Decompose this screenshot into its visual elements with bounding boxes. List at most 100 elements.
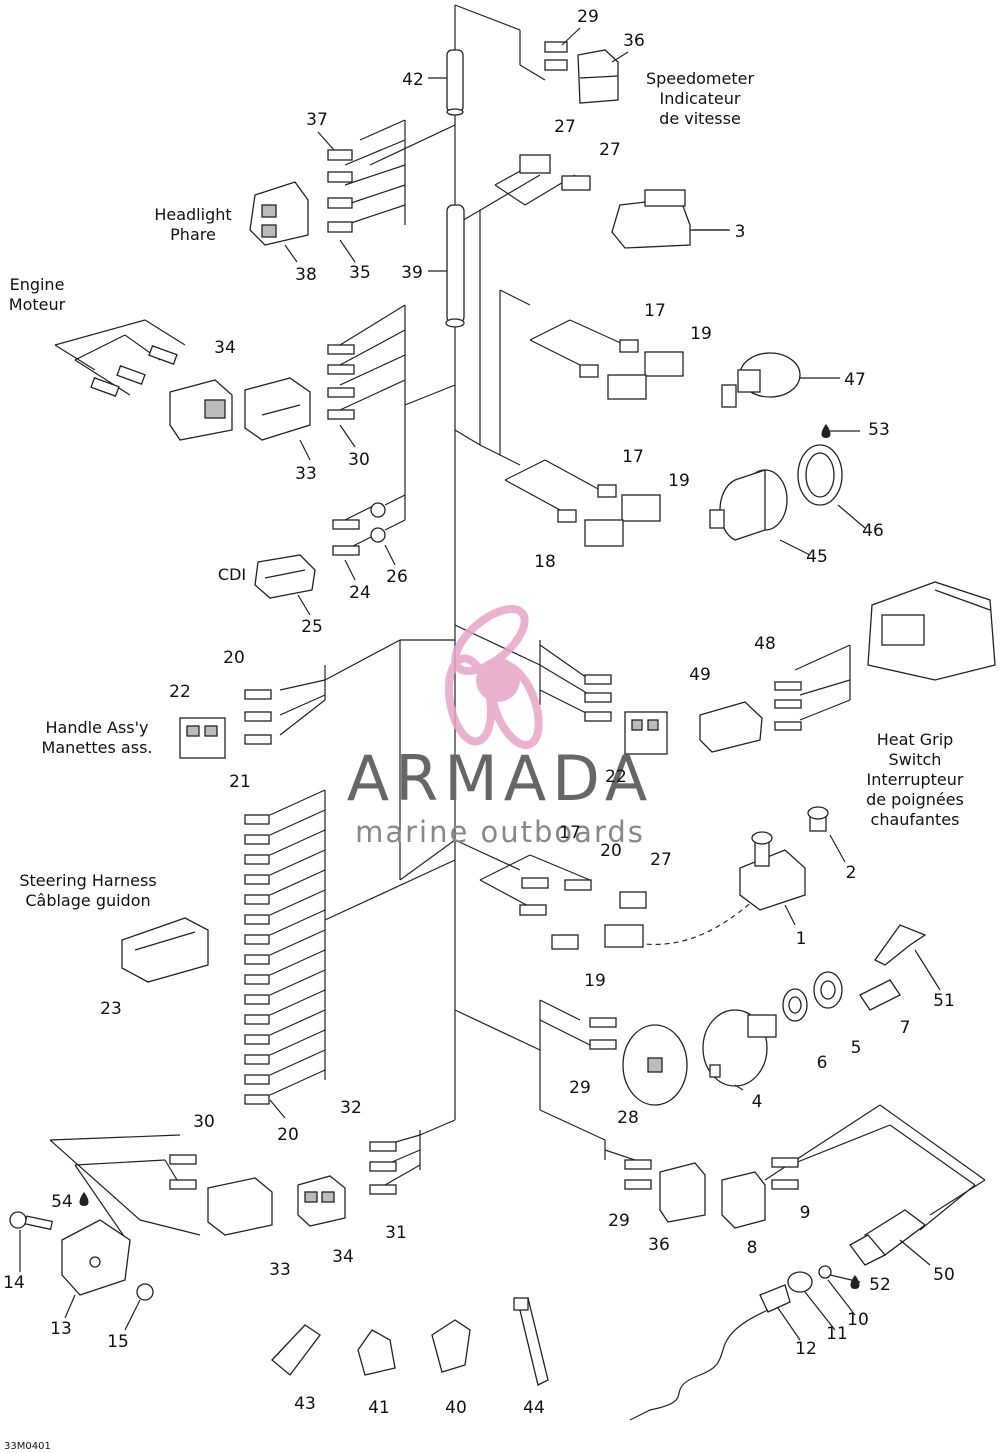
bolt-14: [9, 1211, 54, 1231]
part-label: 34: [214, 338, 236, 358]
terminal-group-24-26: [332, 502, 386, 556]
part-label: 7: [900, 1018, 911, 1038]
part-label: 43: [294, 1394, 316, 1414]
part-label: 45: [806, 547, 828, 567]
part-label: 29: [608, 1211, 630, 1231]
toggle-switch-1: [739, 831, 806, 911]
part-label: 33: [295, 464, 317, 484]
part-label: 33: [269, 1260, 291, 1280]
part-label: 20: [600, 841, 622, 861]
cap-40: [431, 1319, 471, 1373]
part-label: 29: [569, 1078, 591, 1098]
caption-speedometer-line2: Indicateur: [660, 89, 741, 108]
terminal-group-20-handle: [244, 689, 272, 745]
connector-27: [519, 154, 591, 191]
propeller-logo-icon: [444, 604, 543, 750]
part-label: 30: [348, 450, 370, 470]
sensor-47: [721, 352, 840, 408]
part-label: 14: [3, 1273, 25, 1293]
heat-grip-switch-body: [867, 581, 996, 681]
part-label: 8: [747, 1238, 758, 1258]
terminal-group-48: [774, 681, 802, 731]
connector-group-mid: [519, 877, 647, 950]
connector-group-17-19-a: [579, 339, 684, 400]
part-label: 41: [368, 1398, 390, 1418]
captions: Speedometer Indicateur de vitesse Headli…: [4, 69, 964, 1452]
part-label: 50: [933, 1265, 955, 1285]
part-label: 32: [340, 1098, 362, 1118]
connector-33-bottom: [207, 1177, 273, 1236]
part-label: 19: [584, 971, 606, 991]
terminal-group-30: [327, 344, 355, 420]
caption-speedometer-line1: Speedometer: [646, 69, 754, 88]
parts: [9, 41, 996, 1421]
tube-part-42: [446, 49, 464, 116]
part-label: 3: [735, 222, 746, 242]
terminal-group-29-bottom: [589, 1017, 652, 1190]
part-label: 22: [605, 767, 627, 787]
caption-engine-line1: Engine: [10, 275, 65, 294]
drop-icon-53: [821, 424, 860, 438]
drawing-code: 33M0401: [4, 1441, 51, 1452]
connector-group-29-36: [544, 41, 619, 104]
part-label: 42: [402, 70, 424, 90]
part-label: 6: [817, 1053, 828, 1073]
nut-part-6: [782, 988, 808, 1022]
part-label: 17: [559, 823, 581, 843]
part-label: 10: [847, 1310, 869, 1330]
terminal-group-35-37: [327, 149, 353, 233]
engine-connector-34: [169, 379, 233, 441]
steering-connector-23: [121, 917, 209, 983]
part-label: 24: [349, 583, 371, 603]
switch-part-3: [611, 189, 730, 249]
part-label: 52: [869, 1275, 891, 1295]
caption-speedometer-line3: de vitesse: [659, 109, 741, 128]
part-label: 39: [401, 263, 423, 283]
connector-22-right: [624, 711, 668, 755]
part-label: 15: [107, 1332, 129, 1352]
part-label: 9: [800, 1203, 811, 1223]
part-label: 29: [577, 7, 599, 27]
part-label: 12: [795, 1339, 817, 1359]
handle-connector-22: [179, 717, 226, 759]
caption-heatgrip-line2: Switch: [889, 750, 942, 769]
tape-43: [271, 1324, 321, 1376]
engine-terminals: [90, 345, 178, 397]
terminal-group-30-bottom: [169, 1154, 197, 1190]
part-label: 48: [754, 634, 776, 654]
clip-part-51: [874, 924, 927, 966]
part-label: 4: [752, 1092, 763, 1112]
connector-49: [699, 701, 763, 753]
heater-element-50: [849, 1209, 927, 1266]
part-label: 20: [223, 648, 245, 668]
module-13: [61, 1219, 131, 1296]
caption-steering-line1: Steering Harness: [19, 871, 156, 890]
caption-headlight-line1: Headlight: [154, 205, 231, 224]
caption-headlight-line2: Phare: [170, 225, 216, 244]
part-label: 27: [599, 140, 621, 160]
part-label: 25: [301, 617, 323, 637]
part-label: 35: [349, 263, 371, 283]
drop-icon-52: [850, 1275, 860, 1289]
part-label: 21: [229, 772, 251, 792]
part-label: 53: [868, 420, 890, 440]
cable-tie-44: [513, 1297, 549, 1386]
connector-33: [244, 377, 311, 441]
watermark-brand: ARMADA: [347, 742, 653, 815]
part-label: 31: [385, 1223, 407, 1243]
nut-15: [136, 1283, 154, 1301]
part-labels: 29 36 42 37 27 27 3 38 35 39 34 17 19 47…: [3, 7, 955, 1418]
part-label: 51: [933, 991, 955, 1011]
caption-heatgrip-line4: de poignées: [866, 790, 964, 809]
watermark-tagline: marine outboards: [355, 815, 645, 849]
part-label: 17: [622, 447, 644, 467]
bushing-part-5: [813, 971, 843, 1009]
leader-lines: [19, 27, 941, 1341]
part-label: 54: [51, 1192, 73, 1212]
knob-part-2: [807, 806, 829, 832]
part-label: 13: [50, 1319, 72, 1339]
caption-heatgrip-line5: chaufantes: [871, 810, 960, 829]
caption-steering-line2: Câblage guidon: [25, 891, 150, 910]
terminal-group-31-32: [369, 1141, 397, 1195]
part-label: 27: [554, 117, 576, 137]
